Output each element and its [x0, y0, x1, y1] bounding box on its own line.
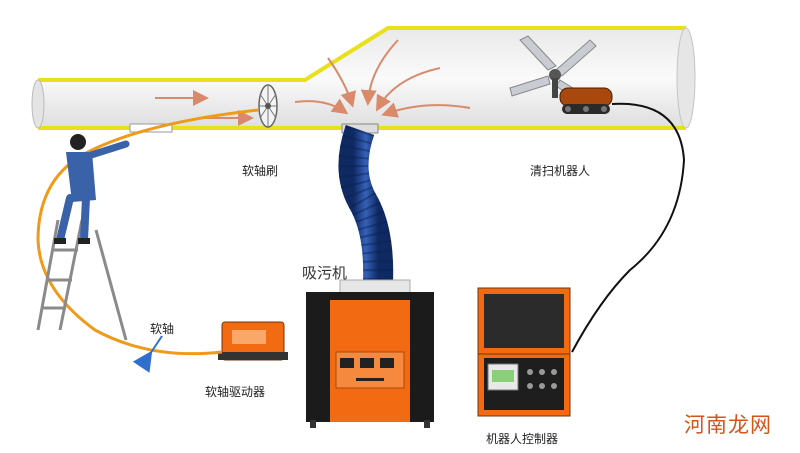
- airflow-arrow: [327, 57, 356, 108]
- robot-controller: [477, 287, 571, 417]
- vacuum-label: 吸污机: [302, 264, 348, 282]
- controller-label: 机器人控制器: [486, 432, 559, 446]
- airflow-arrow: [360, 39, 399, 106]
- shaft-label: 软轴: [150, 322, 175, 336]
- soft-shaft-brush: [258, 84, 278, 128]
- watermark: 河南龙网: [684, 413, 772, 437]
- airflow-arrow: [294, 98, 349, 115]
- airflow-arrow: [381, 102, 471, 118]
- shaft-pointer-arrow: [132, 335, 163, 373]
- soft-shaft-cable: [36, 108, 259, 356]
- driver-label: 软轴驱动器: [205, 385, 266, 399]
- cleaning-robot: [509, 35, 613, 114]
- vacuum-hose: [338, 125, 394, 283]
- shaft-driver: [218, 321, 288, 361]
- brush-label: 软轴刷: [242, 164, 279, 178]
- duct-pipe: [31, 26, 696, 134]
- worker-on-ladder: [36, 134, 130, 341]
- robot-cable: [571, 102, 686, 353]
- robot-label: 清扫机器人: [530, 164, 591, 178]
- vacuum-machine: [306, 279, 434, 428]
